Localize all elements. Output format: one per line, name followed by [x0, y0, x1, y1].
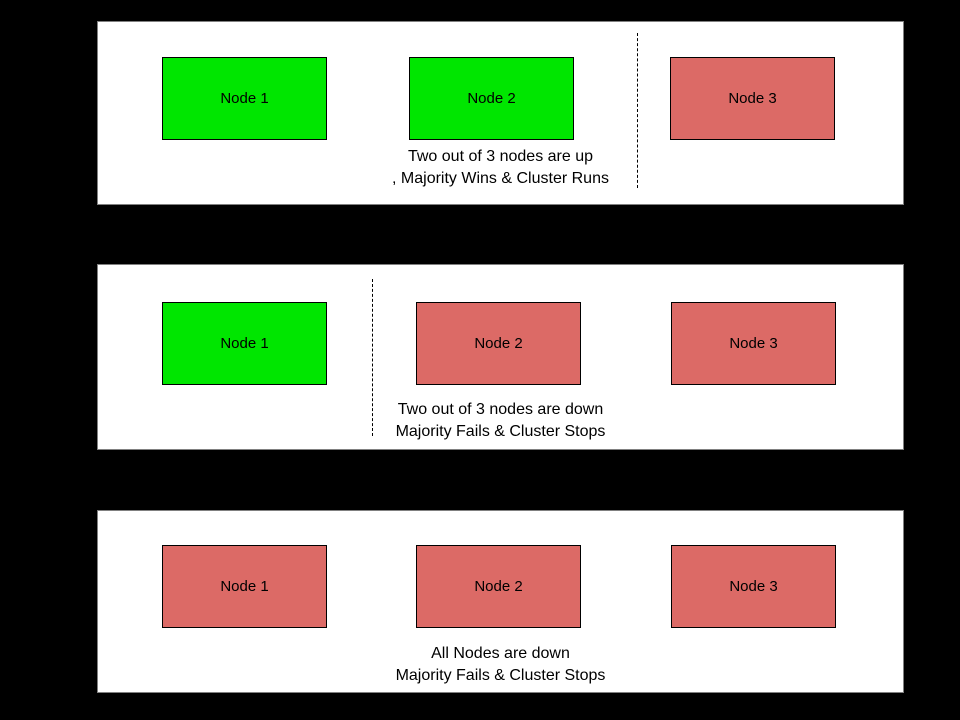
caption-line-2: Majority Fails & Cluster Stops: [395, 667, 606, 684]
node-label: Node 1: [220, 578, 269, 595]
node-box-1: Node 1: [162, 545, 327, 628]
node-label: Node 2: [467, 90, 516, 107]
node-label: Node 2: [474, 335, 523, 352]
node-box-3: Node 3: [670, 57, 835, 140]
node-box-1: Node 1: [162, 302, 327, 385]
node-label: Node 1: [220, 335, 269, 352]
panel-two-nodes-down: Node 1 Node 2 Node 3 Two out of 3 nodes …: [97, 264, 904, 450]
node-label: Node 3: [729, 578, 778, 595]
caption-line-1: Two out of 3 nodes are down: [397, 401, 604, 418]
node-label: Node 3: [728, 90, 777, 107]
panel-two-nodes-up: Node 1 Node 2 Node 3 Two out of 3 nodes …: [97, 21, 904, 205]
node-box-1: Node 1: [162, 57, 327, 140]
caption-line-2: Majority Fails & Cluster Stops: [395, 423, 606, 440]
caption-line-1: Two out of 3 nodes are up: [407, 148, 593, 165]
node-label: Node 1: [220, 90, 269, 107]
partition-divider-line: [372, 279, 373, 436]
node-box-2: Node 2: [416, 302, 581, 385]
caption-line-1: All Nodes are down: [431, 645, 570, 662]
node-label: Node 2: [474, 578, 523, 595]
partition-divider-line: [637, 33, 638, 188]
node-box-2: Node 2: [416, 545, 581, 628]
panel-caption: Two out of 3 nodes are up , Majority Wins…: [98, 146, 903, 190]
node-box-3: Node 3: [671, 545, 836, 628]
node-label: Node 3: [729, 335, 778, 352]
node-box-2: Node 2: [409, 57, 574, 140]
node-box-3: Node 3: [671, 302, 836, 385]
caption-line-2: , Majority Wins & Cluster Runs: [392, 170, 609, 187]
